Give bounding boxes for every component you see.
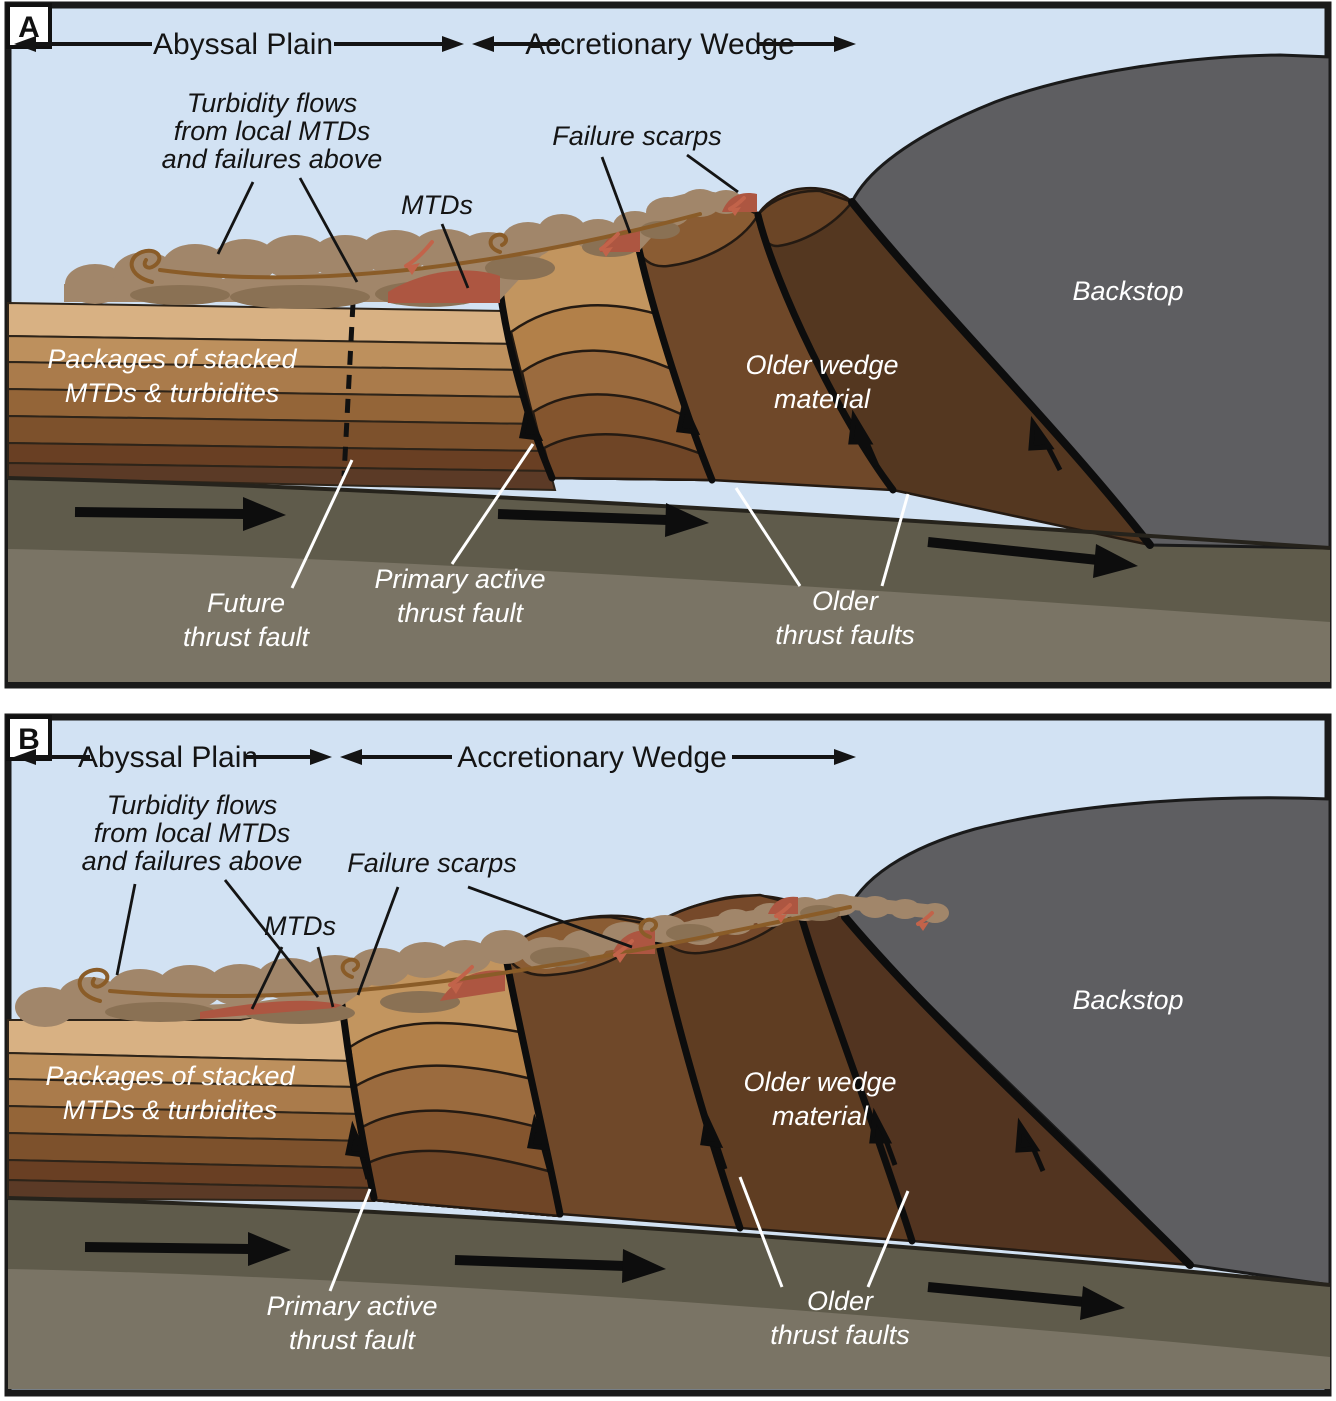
mtds-label: MTDs xyxy=(401,190,473,220)
turbidity-label: from local MTDs xyxy=(94,818,291,848)
older-thrust-fault-line-1 xyxy=(501,948,564,1218)
primary-fault-label: Primary active xyxy=(374,564,545,594)
oceanic-plate-upper xyxy=(8,478,1330,622)
oceanic-plate-upper xyxy=(8,1198,1330,1357)
future-fault-label: Future xyxy=(207,588,285,618)
abyssal-plain-label: Abyssal Plain xyxy=(78,741,258,774)
older-faults-leader-line xyxy=(734,487,802,587)
turbidity-label: Turbidity flows xyxy=(187,88,358,118)
accretionary-wedge-label: Accretionary Wedge xyxy=(457,741,727,774)
fault-slip-arrows xyxy=(518,398,1063,472)
turbidity-label: and failures above xyxy=(162,144,383,174)
primary-fault-leader-line xyxy=(328,1188,372,1292)
older-faults-label: thrust faults xyxy=(770,1320,910,1350)
turbidity-label: Turbidity flows xyxy=(107,790,278,820)
older-faults-label: thrust faults xyxy=(775,620,915,650)
packages-label: Packages of stacked xyxy=(45,1061,295,1091)
plate-motion-arrows xyxy=(84,1232,1125,1320)
primary-fault-leader-line xyxy=(450,443,535,565)
packages-label: Packages of stacked xyxy=(47,344,297,374)
packages-label: MTDs & turbidites xyxy=(65,378,280,408)
turbidity-leader-line xyxy=(115,883,137,976)
failure-scarps-label: Failure scarps xyxy=(347,848,517,878)
older-wedge-label: material xyxy=(772,1101,869,1131)
decollement-line xyxy=(7,1196,1331,1287)
turbidity-leader-line xyxy=(216,181,255,255)
older-faults-leader-line xyxy=(738,1176,784,1288)
backstop-label: Backstop xyxy=(1072,276,1183,306)
older-faults-leader-line xyxy=(880,493,910,587)
backstop-fault-line xyxy=(848,198,1154,549)
turbidity-swirls xyxy=(129,212,702,284)
failure-scarps-label: Failure scarps xyxy=(552,121,722,151)
future-fault-label: thrust fault xyxy=(183,622,311,652)
abyssal-plain-label: Abyssal Plain xyxy=(153,28,333,61)
accretionary-wedge-label: Accretionary Wedge xyxy=(525,28,795,61)
future-thrust-fault-dashed-line xyxy=(341,302,356,477)
older-faults-leader-line xyxy=(866,1190,910,1288)
failure-red-arrows xyxy=(448,903,934,994)
turbidity-leader-line xyxy=(223,879,320,998)
primary-fault-label: Primary active xyxy=(266,1291,437,1321)
packages-label: MTDs & turbidites xyxy=(63,1095,278,1125)
region-span-arrows xyxy=(14,749,856,765)
older-thrust-fault-line-3 xyxy=(794,901,916,1245)
turbidity-label: from local MTDs xyxy=(174,116,371,146)
turbidity-leader-line xyxy=(298,177,359,283)
primary-fault-label: thrust fault xyxy=(289,1325,417,1355)
panel-letter: B xyxy=(18,723,40,756)
stacked-mtd-turbidite-layers xyxy=(7,301,557,492)
older-faults-label: Older xyxy=(807,1286,874,1316)
plate-motion-arrows xyxy=(74,497,1138,578)
older-thrust-fault-line-2 xyxy=(651,921,744,1232)
failure-scarps-leader-line xyxy=(467,885,633,949)
older-faults-label: Older xyxy=(812,586,879,616)
turbidity-label: and failures above xyxy=(82,846,303,876)
decollement-line xyxy=(7,476,1331,550)
failure-scarps-leader-line xyxy=(600,156,632,234)
older-wedge-label: Older wedge xyxy=(745,350,898,380)
panel-b-figure: B Abyssal Plain Accretionary Wedge Turbi… xyxy=(4,713,1332,1397)
older-wedge-label: Older wedge xyxy=(743,1067,896,1097)
backstop-fault-line xyxy=(841,913,1194,1269)
mtds-leader-line xyxy=(440,223,470,289)
stacked-mtd-turbidite-layers xyxy=(7,1003,376,1203)
mtds-label: MTDs xyxy=(264,911,336,941)
mtds-leader-line xyxy=(250,946,284,1010)
primary-fault-label: thrust fault xyxy=(397,598,525,628)
turbidity-swirls xyxy=(77,905,852,1003)
failure-red-arrows xyxy=(404,196,746,275)
panel-letter: A xyxy=(18,11,40,44)
older-wedge-label: material xyxy=(774,384,871,414)
failure-scarps-leader-line xyxy=(356,886,400,996)
mtds-leader-line xyxy=(316,946,335,1008)
future-fault-leader-line xyxy=(290,459,354,589)
failure-scarps-leader-line xyxy=(686,153,739,194)
region-span-arrows xyxy=(14,36,856,52)
backstop-label: Backstop xyxy=(1072,985,1183,1015)
strata-layer xyxy=(7,461,557,492)
panel-a-figure: A Abyssal Plain Accretionary Wedge Turbi… xyxy=(4,1,1332,689)
fault-slip-arrows xyxy=(344,1107,1046,1180)
panel-letter-box xyxy=(6,715,52,761)
